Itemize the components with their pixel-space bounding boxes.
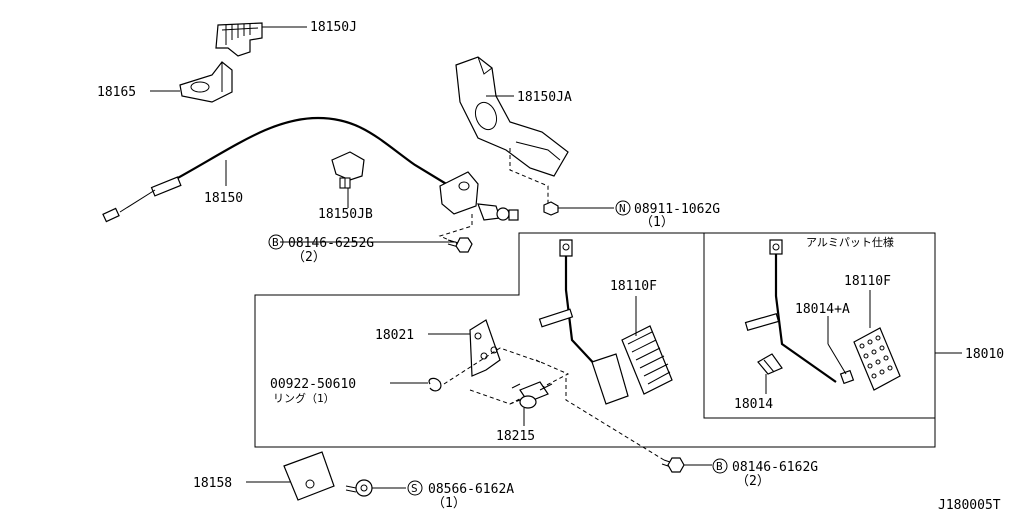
part-18014A-pedal-arm[interactable] bbox=[744, 239, 855, 385]
part-08146-6162G-bolt[interactable] bbox=[661, 457, 685, 473]
qty-08146-6162G: （2） bbox=[736, 474, 770, 489]
label-18150: 18150 bbox=[204, 191, 243, 206]
label-18110F-left: 18110F bbox=[610, 279, 657, 294]
label-18014: 18014 bbox=[734, 397, 773, 412]
label-00922-50610: 00922-50610 bbox=[270, 377, 356, 392]
label-18014A: 18014+A bbox=[795, 302, 850, 317]
part-18021-bracket[interactable] bbox=[469, 319, 501, 377]
part-18215-stopper[interactable] bbox=[511, 381, 553, 409]
label-18150JA: 18150JA bbox=[517, 90, 572, 105]
label-18110F-right: 18110F bbox=[844, 274, 891, 289]
label-08566-6162A: 08566-6162A bbox=[428, 482, 514, 497]
label-08146-6162G: 08146-6162G bbox=[732, 460, 818, 475]
symbol-N bbox=[615, 200, 631, 216]
label-18158: 18158 bbox=[193, 476, 232, 491]
label-08146-6252G: 08146-6252G bbox=[288, 236, 374, 251]
part-18014-clip[interactable] bbox=[757, 353, 783, 375]
dashed-link-lever-bolt bbox=[438, 214, 473, 245]
assembly-frame-18010 bbox=[254, 232, 936, 448]
label-18010: 18010 bbox=[965, 347, 1004, 362]
qty-08566-6162A: （1） bbox=[432, 496, 466, 511]
label-18165: 18165 bbox=[97, 85, 136, 100]
dashed-assembly-guide-pedal bbox=[443, 347, 665, 461]
part-18150JB-clip[interactable] bbox=[331, 151, 365, 189]
symbol-B-lower bbox=[712, 458, 728, 474]
part-18110F-pedal-pad-left[interactable] bbox=[621, 325, 673, 395]
symbol-N-letter: N bbox=[619, 202, 626, 215]
part-18110F-aluminum-pad[interactable] bbox=[853, 327, 901, 391]
part-18165-clip[interactable] bbox=[179, 61, 233, 103]
label-18150J: 18150J bbox=[310, 20, 357, 35]
part-08146-6252G-bolt[interactable] bbox=[447, 237, 473, 253]
part-08911-1062G-nut[interactable] bbox=[543, 201, 559, 216]
qty-08911-1062G: （1） bbox=[640, 215, 674, 230]
leader-18014A-2 bbox=[827, 343, 847, 375]
symbol-B-upper bbox=[268, 234, 284, 250]
label-18215: 18215 bbox=[496, 429, 535, 444]
part-18150J-bracket[interactable] bbox=[215, 22, 263, 57]
dashed-link-bracket-nut bbox=[509, 148, 549, 204]
label-08911-1062G: 08911-1062G bbox=[634, 202, 720, 217]
symbol-B-lower-letter: B bbox=[716, 460, 723, 473]
aluminum-pad-variant-frame bbox=[703, 232, 936, 419]
label-18150JB: 18150JB bbox=[318, 207, 373, 222]
part-18150JA-bracket[interactable] bbox=[455, 56, 569, 177]
symbol-B-upper-letter: B bbox=[272, 236, 279, 249]
cable-end-lever-assembly[interactable] bbox=[439, 171, 519, 221]
sub-00922-50610: リング（1） bbox=[273, 391, 335, 405]
label-18021: 18021 bbox=[375, 328, 414, 343]
part-00922-50610-ring[interactable] bbox=[428, 377, 442, 392]
aluminum-pad-variant-title: アルミパット仕様 bbox=[806, 235, 894, 249]
part-18150-accelerator-cable[interactable] bbox=[102, 116, 471, 223]
part-accelerator-pedal-arm[interactable] bbox=[538, 239, 629, 405]
symbol-S-letter: S bbox=[411, 482, 418, 495]
diagram-code: J180005T bbox=[938, 498, 1001, 512]
part-18158-plate[interactable] bbox=[283, 451, 335, 501]
symbol-S bbox=[407, 480, 423, 496]
part-08566-6162A-screw[interactable] bbox=[345, 479, 373, 497]
qty-08146-6252G: （2） bbox=[292, 250, 326, 265]
